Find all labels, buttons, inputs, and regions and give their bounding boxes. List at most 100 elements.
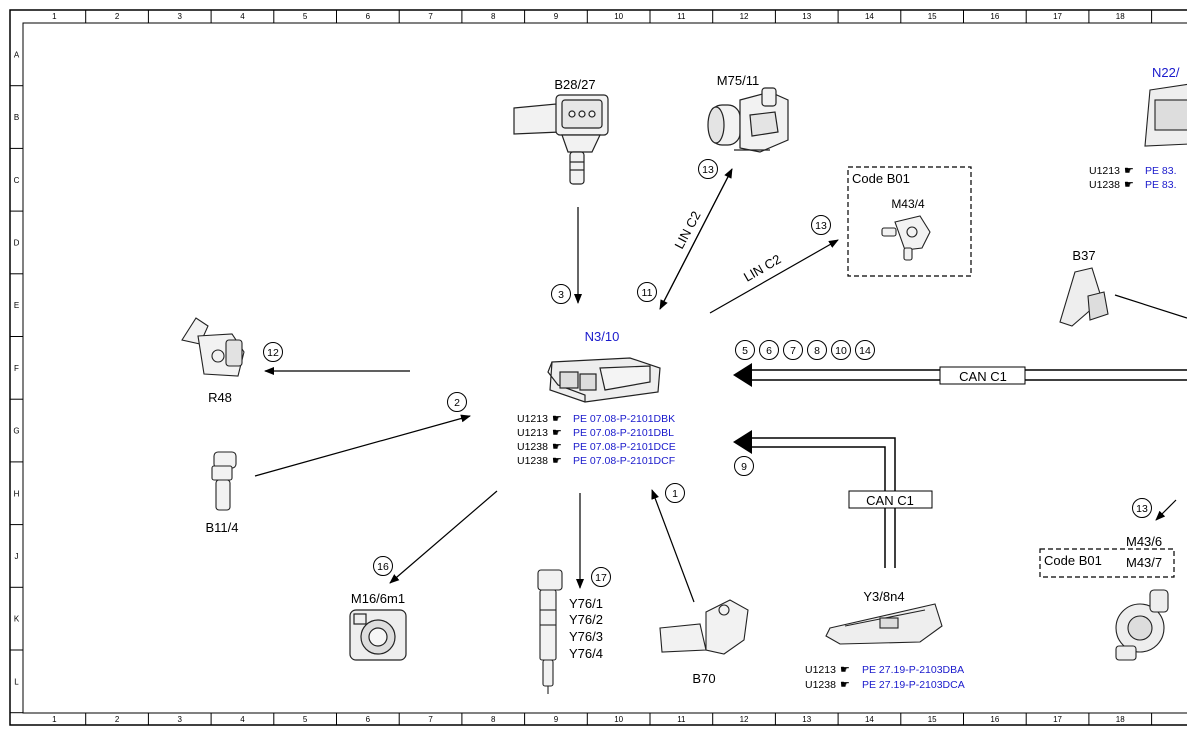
column-number: 3 — [178, 715, 183, 724]
doc-link[interactable]: PE 07.08-P-2101DCF — [573, 455, 675, 467]
component-label: M75/11 — [717, 73, 759, 88]
signal-markers: 3 13 11 13 12 2 5 6 7 8 10 14 9 1 16 17 … — [263, 159, 1152, 587]
bus-label: CAN C1 — [959, 369, 1007, 384]
arrow-b11-to-ecu — [254, 414, 471, 477]
doc-link[interactable]: PE 27.19-P-2103DBA — [862, 664, 964, 676]
component-m43-6-m43-7[interactable]: M43/6 Code B01 M43/7 — [1039, 534, 1175, 661]
valve-body-icon — [825, 603, 943, 645]
arrow-m75-to-ecu — [659, 168, 733, 310]
temperature-sensor-icon — [211, 451, 237, 511]
svg-text:10: 10 — [835, 345, 847, 357]
column-number: 1 — [52, 12, 57, 21]
column-number: 18 — [1116, 12, 1125, 21]
row-letter: E — [14, 301, 19, 310]
component-label: Y76/1 — [569, 596, 603, 611]
column-number: 5 — [303, 12, 308, 21]
column-number: 4 — [240, 12, 245, 21]
signal-marker: 3 — [551, 284, 571, 304]
arrow-ecu-to-m43-4 — [709, 239, 839, 314]
component-n22[interactable]: N22/ U1213 ☛ PE 83. U1238 ☛ PE 83. — [1089, 65, 1187, 191]
svg-text:16: 16 — [377, 561, 389, 573]
ecu-n3-10[interactable]: N3/10 U1213 ☛ PE 07.08-P-2101DBK U1213 ☛… — [517, 329, 676, 467]
row-letter: L — [14, 677, 19, 686]
signal-marker: 12 — [263, 342, 283, 362]
connection-line — [1114, 294, 1187, 319]
column-number: 11 — [677, 12, 686, 21]
component-label: B28/27 — [554, 77, 595, 92]
svg-text:12: 12 — [267, 347, 279, 359]
component-m16-6m1[interactable]: M16/6m1 — [349, 591, 407, 661]
component-b11-4[interactable]: B11/4 — [205, 451, 239, 535]
svg-text:9: 9 — [741, 461, 747, 473]
column-number: 8 — [491, 715, 496, 724]
component-label[interactable]: N22/ — [1152, 65, 1180, 80]
signal-marker: 13 — [811, 215, 831, 235]
component-label: M43/4 — [891, 197, 925, 211]
hand-icon: ☛ — [1124, 179, 1134, 191]
arrow-to-m43-6 — [1155, 499, 1177, 521]
component-r48[interactable]: R48 — [181, 317, 245, 405]
signal-marker: 13 — [698, 159, 718, 179]
component-y76[interactable]: Y76/1 Y76/2 Y76/3 Y76/4 — [537, 569, 603, 694]
ref-variant: U1238 — [517, 441, 548, 453]
bus-label-box — [848, 490, 933, 509]
svg-text:11: 11 — [642, 287, 653, 299]
column-number: 2 — [115, 715, 120, 724]
svg-text:8: 8 — [814, 345, 820, 357]
ref-variant: U1213 — [517, 413, 548, 425]
svg-text:17: 17 — [595, 572, 607, 584]
column-number: 16 — [990, 12, 999, 21]
component-y3-8n4[interactable]: Y3/8n4 U1213 ☛ PE 27.19-P-2103DBA U1238 … — [805, 589, 965, 691]
dashed-frame — [847, 166, 972, 277]
component-label: Y3/8n4 — [863, 589, 904, 604]
crankshaft-sensor-icon — [659, 599, 749, 655]
doc-link[interactable]: PE 83. — [1145, 165, 1177, 177]
signal-marker: 13 — [1132, 498, 1152, 518]
bus-label: CAN C1 — [866, 493, 914, 508]
signal-marker: 9 — [734, 456, 754, 476]
svg-text:6: 6 — [766, 345, 772, 357]
svg-text:3: 3 — [558, 289, 564, 301]
column-number: 12 — [740, 715, 749, 724]
column-number: 9 — [554, 715, 559, 724]
option-code-label: Code B01 — [1044, 553, 1102, 568]
svg-text:13: 13 — [1136, 503, 1148, 515]
component-label: M16/6m1 — [351, 591, 405, 606]
hand-icon: ☛ — [552, 427, 562, 439]
svg-text:2: 2 — [454, 397, 460, 409]
column-number: 18 — [1116, 715, 1125, 724]
component-m75-11[interactable]: M75/11 — [707, 73, 789, 153]
hand-icon: ☛ — [552, 455, 562, 467]
svg-text:13: 13 — [815, 220, 827, 232]
ref-variant: U1213 — [1089, 165, 1120, 177]
bus-label: LIN C2 — [741, 251, 784, 284]
row-letter: B — [14, 113, 19, 122]
row-letter: H — [14, 489, 20, 498]
component-b70[interactable]: B70 — [659, 599, 749, 686]
component-label: B11/4 — [205, 520, 238, 535]
option-box-code-b01[interactable]: Code B01 M43/4 — [847, 166, 972, 277]
component-b28-27[interactable]: B28/27 — [513, 77, 609, 185]
doc-link[interactable]: PE 07.08-P-2101DCE — [573, 441, 676, 453]
column-number: 9 — [554, 12, 559, 21]
hand-icon: ☛ — [552, 441, 562, 453]
bus-label-box — [939, 366, 1026, 385]
doc-link[interactable]: PE 07.08-P-2101DBK — [573, 413, 675, 425]
signal-marker: 14 — [855, 340, 875, 360]
control-module-icon — [1144, 83, 1187, 147]
ref-variant: U1238 — [805, 679, 836, 691]
signal-marker: 1 — [665, 483, 685, 503]
component-label: M43/6 — [1126, 534, 1162, 549]
signal-marker: 8 — [807, 340, 827, 360]
doc-link[interactable]: PE 07.08-P-2101DBL — [573, 427, 674, 439]
doc-link[interactable]: PE 83. — [1145, 179, 1177, 191]
svg-text:14: 14 — [859, 345, 871, 357]
column-number: 11 — [677, 715, 686, 724]
svg-text:5: 5 — [742, 345, 748, 357]
doc-link[interactable]: PE 27.19-P-2103DCA — [862, 679, 965, 691]
component-b37[interactable]: B37 — [1059, 248, 1187, 327]
ecu-label[interactable]: N3/10 — [585, 329, 620, 344]
